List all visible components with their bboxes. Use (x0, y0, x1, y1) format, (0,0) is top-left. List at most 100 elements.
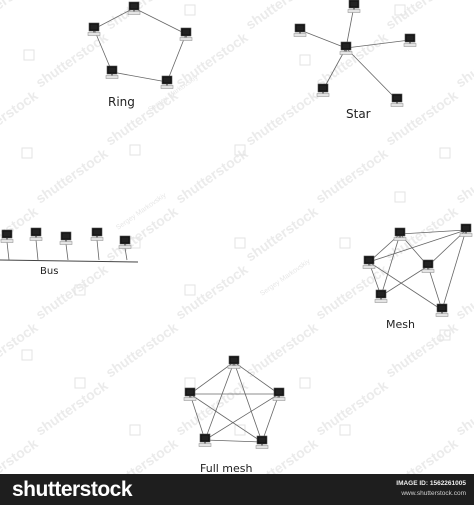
ring-label: Ring (108, 95, 135, 109)
network-link (368, 261, 443, 311)
watermark-text: shutterstock (313, 145, 391, 206)
bus-label: Bus (40, 266, 58, 277)
watermark-mark (339, 237, 351, 249)
stock-footer-bar: shutterstock IMAGE ID: 1562261005 www.sh… (0, 474, 474, 505)
ring-computer-icon (179, 27, 193, 41)
network-link (322, 47, 347, 91)
watermark-mark (23, 49, 35, 61)
watermark-mark (234, 144, 246, 156)
shutterstock-logo: shutterstock (12, 478, 133, 501)
watermark-text: shutterstock (383, 435, 461, 474)
watermark-mark (184, 284, 196, 296)
watermark-text: shutterstock (453, 261, 474, 322)
watermark-mark (439, 147, 451, 159)
network-link (380, 265, 429, 297)
network-link (93, 28, 113, 73)
bus-computer-icon (29, 227, 43, 241)
star-computer-icon (347, 0, 361, 13)
network-link (166, 33, 187, 83)
watermark-text: shutterstock (0, 0, 41, 32)
star-computer-icon (403, 33, 417, 47)
watermark-text: shutterstock (383, 203, 461, 264)
star-label: Star (346, 107, 371, 121)
watermark-mark (439, 329, 451, 341)
watermark-text: shutterstock (383, 0, 461, 32)
mesh-computer-icon (421, 259, 435, 273)
watermark-mark (74, 377, 86, 389)
network-link (204, 393, 280, 441)
watermark-text: shutterstock (173, 145, 251, 206)
full-mesh-computer-icon (198, 433, 212, 447)
ring-computer-icon (127, 1, 141, 15)
watermark-mark (299, 377, 311, 389)
watermark-text: shutterstock (0, 435, 41, 474)
network-link (427, 265, 443, 311)
watermark-mark (234, 424, 246, 436)
watermark-text: shutterstock (313, 377, 391, 438)
bus-computer-icon (0, 229, 14, 243)
network-link (427, 229, 467, 267)
network-link (124, 247, 128, 261)
site-url-text: www.shutterstock.com (401, 490, 466, 497)
watermark-text: shutterstock (173, 377, 251, 438)
network-link (345, 39, 411, 49)
watermark-text: shutterstock (173, 261, 251, 322)
watermark-mark (184, 377, 196, 389)
full-mesh-computer-icon (255, 435, 269, 449)
bus-computer-icon (59, 231, 73, 245)
watermark-text: shutterstock (453, 145, 474, 206)
watermark-text: shutterstock (33, 145, 111, 206)
watermark-mark (339, 424, 351, 436)
star-computer-icon (390, 93, 404, 107)
watermark-text: shutterstock (243, 203, 321, 264)
full-mesh-computer-icon (272, 387, 286, 401)
ring-computer-icon (160, 75, 174, 89)
network-nodes (0, 0, 473, 449)
watermark-text: shutterstock (243, 319, 321, 380)
watermark-mark (74, 284, 86, 296)
watermark-text: shutterstock (453, 377, 474, 438)
full-mesh-label: Full mesh (200, 462, 253, 474)
watermark-mark (394, 191, 406, 203)
mesh-computer-icon (459, 223, 473, 237)
network-link (233, 361, 280, 395)
watermark-text: shutterstock (33, 29, 111, 90)
watermark-mark (394, 4, 406, 16)
mesh-computer-icon (362, 255, 376, 269)
ring-computer-icon (105, 65, 119, 79)
mesh-computer-icon (374, 289, 388, 303)
network-link (345, 5, 355, 49)
watermark-text: shutterstock (103, 0, 181, 32)
bus-backbone-line (0, 259, 139, 263)
mesh-computer-icon (393, 227, 407, 241)
star-computer-icon (316, 83, 330, 97)
watermark-text: shutterstock (103, 435, 181, 474)
watermark-text: shutterstock (243, 435, 321, 474)
watermark-mark (234, 237, 246, 249)
mesh-label: Mesh (386, 318, 415, 331)
image-id-text: IMAGE ID: 1562261005 (396, 480, 466, 487)
full-mesh-computer-icon (227, 355, 241, 369)
network-link (380, 233, 401, 297)
watermark-text: shutterstock (243, 0, 321, 32)
watermark-mark (299, 54, 311, 66)
watermark-mark (184, 4, 196, 16)
watermark-text: shutterstock (0, 87, 41, 148)
ring-computer-icon (87, 22, 101, 36)
watermark-author-text: Sergey Markovskiy (259, 258, 312, 298)
network-link (368, 229, 467, 263)
network-link (96, 239, 100, 261)
bus-computer-icon (118, 235, 132, 249)
watermark-mark (129, 144, 141, 156)
star-hub-computer-icon (339, 41, 353, 55)
network-link (204, 361, 235, 441)
watermark-text: shutterstock (453, 29, 474, 90)
star-computer-icon (293, 23, 307, 37)
mesh-computer-icon (435, 303, 449, 317)
network-link (65, 243, 69, 261)
network-link (189, 393, 206, 441)
full-mesh-computer-icon (183, 387, 197, 401)
network-link (204, 439, 263, 443)
watermark-text: shutterstock (33, 377, 111, 438)
